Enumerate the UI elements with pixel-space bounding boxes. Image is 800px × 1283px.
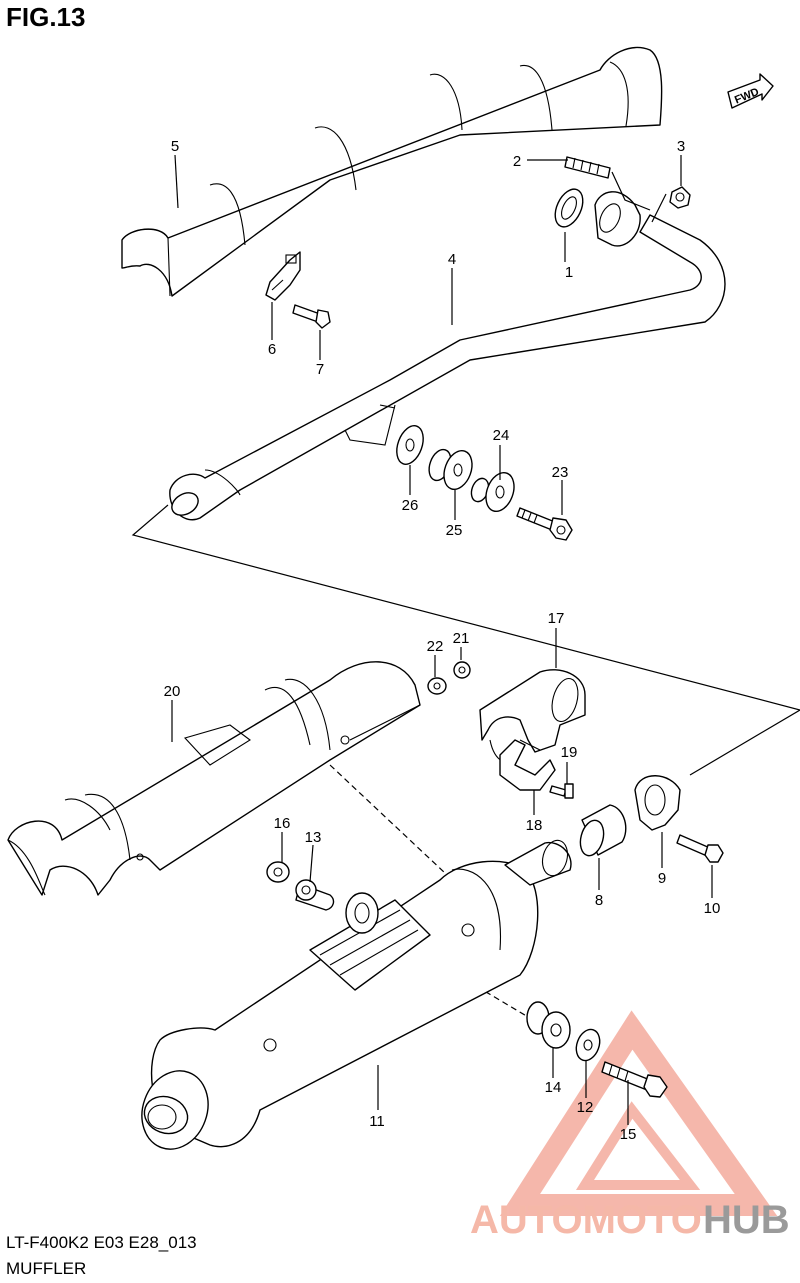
part-20-muffler-shield bbox=[7, 661, 421, 896]
callout-8: 8 bbox=[595, 892, 603, 909]
part-14-rubber-damper bbox=[526, 1001, 571, 1049]
part-25-rubber-damper bbox=[428, 448, 473, 491]
section-name: MUFFLER bbox=[6, 1259, 87, 1278]
model-code: LT-F400K2 E03 E28_013 bbox=[6, 1233, 197, 1252]
part-22-grommet bbox=[427, 677, 447, 695]
callout-7: 7 bbox=[316, 361, 324, 378]
part-8-sleeve bbox=[579, 804, 627, 857]
exhaust-flange bbox=[594, 191, 641, 247]
callout-9: 9 bbox=[658, 870, 666, 887]
part-12-washer bbox=[575, 1028, 601, 1062]
part-4-exhaust-pipe bbox=[169, 214, 726, 521]
watermark-inner-triangle bbox=[575, 1101, 701, 1190]
callout-2: 2 bbox=[513, 153, 521, 170]
callout-18: 18 bbox=[526, 817, 543, 834]
callout-11: 11 bbox=[369, 1113, 385, 1130]
watermark-hub: HUB bbox=[703, 1198, 790, 1242]
watermark-automoto: AUTOMOTO bbox=[470, 1198, 702, 1242]
callout-3: 3 bbox=[677, 138, 685, 155]
part-11-muffler bbox=[141, 839, 572, 1150]
callout-6: 6 bbox=[268, 341, 276, 358]
watermark-logo bbox=[499, 1010, 778, 1216]
part-7-bolt bbox=[292, 304, 331, 329]
callout-19: 19 bbox=[561, 744, 578, 761]
fwd-arrow-icon: FWD bbox=[727, 73, 774, 109]
part-9-clamp bbox=[634, 775, 681, 831]
callout-20: 20 bbox=[164, 683, 181, 700]
callout-17: 17 bbox=[548, 610, 565, 627]
part-18-clamp bbox=[499, 739, 556, 791]
part-6-bracket bbox=[265, 251, 301, 301]
part-3-nut bbox=[651, 186, 691, 223]
watermark-triangle bbox=[499, 1010, 778, 1216]
part-10-bolt bbox=[676, 834, 724, 863]
callout-10: 10 bbox=[704, 900, 721, 917]
callout-14: 14 bbox=[545, 1079, 562, 1096]
leader-lines bbox=[171, 154, 713, 1125]
callout-16: 16 bbox=[274, 815, 291, 832]
part-13-collar bbox=[295, 879, 335, 911]
callout-24: 24 bbox=[493, 427, 510, 444]
part-19-screw bbox=[549, 783, 574, 799]
figure-title: FIG.13 bbox=[6, 2, 86, 32]
part-2-stud-bolt bbox=[564, 156, 651, 211]
watermark-text: AUTOMOTO HUB bbox=[470, 1198, 790, 1242]
callout-5: 5 bbox=[171, 138, 179, 155]
callout-23: 23 bbox=[552, 464, 569, 481]
callout-26: 26 bbox=[402, 497, 419, 514]
callout-4: 4 bbox=[448, 251, 456, 268]
callout-13: 13 bbox=[305, 829, 322, 846]
callout-numbers: 1 2 3 4 5 6 7 8 9 10 11 12 13 14 15 16 1… bbox=[164, 138, 721, 1143]
callout-15: 15 bbox=[620, 1126, 637, 1143]
callout-1: 1 bbox=[565, 264, 573, 281]
callout-21: 21 bbox=[453, 630, 470, 647]
part-24-collar bbox=[470, 471, 515, 513]
part-1-gasket bbox=[554, 188, 584, 228]
part-5-heat-shield bbox=[121, 46, 663, 297]
part-21-nut bbox=[453, 661, 471, 679]
part-15-bolt bbox=[601, 1061, 668, 1098]
callout-12: 12 bbox=[577, 1099, 594, 1116]
callout-25: 25 bbox=[446, 522, 463, 539]
part-16-grommet bbox=[266, 861, 290, 883]
callout-22: 22 bbox=[427, 638, 444, 655]
part-26-washer bbox=[396, 425, 424, 465]
part-23-bolt bbox=[516, 507, 573, 541]
